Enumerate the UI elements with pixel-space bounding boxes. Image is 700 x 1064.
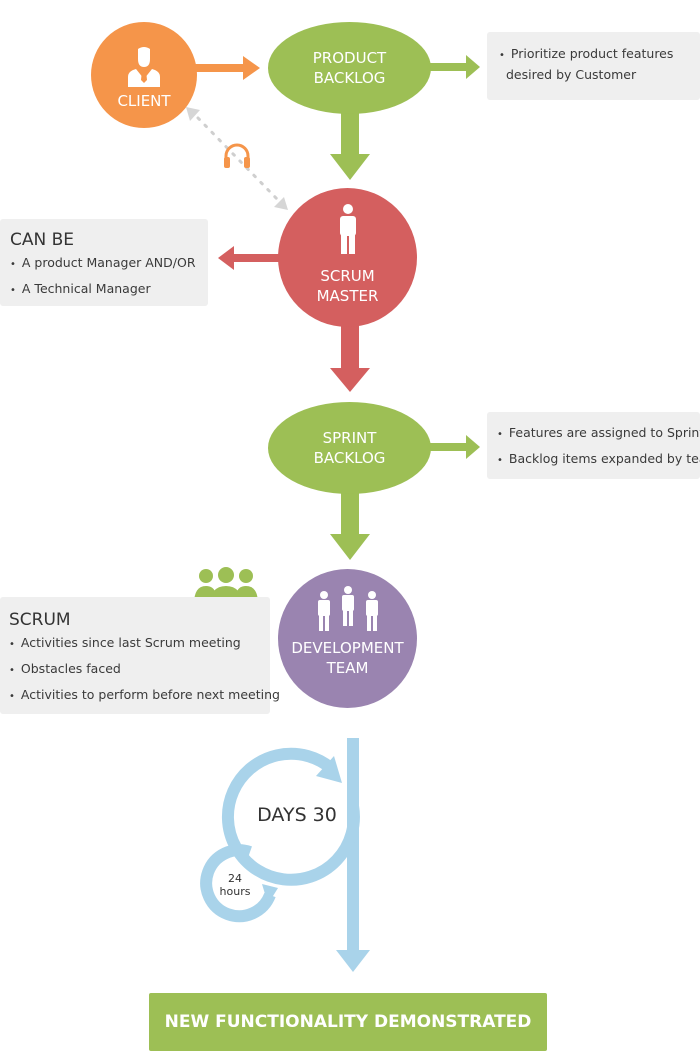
product-backlog-label-line1: PRODUCT xyxy=(312,49,387,67)
hours-label: 24 hours xyxy=(213,872,257,898)
note-item: A Technical Manager xyxy=(10,277,208,303)
arrow-scrum-master-to-note xyxy=(218,246,282,270)
product-backlog-label-line2: BACKLOG xyxy=(313,69,386,87)
can-be-note: CAN BE A product Manager AND/OR A Techni… xyxy=(0,219,208,306)
cycle-arrowhead-down xyxy=(336,950,370,972)
note-item: A product Manager AND/OR xyxy=(10,251,208,277)
development-team-label-line1: DEVELOPMENT xyxy=(291,639,404,657)
development-team-label-line2: TEAM xyxy=(326,659,369,677)
result-label: NEW FUNCTIONALITY DEMONSTRATED xyxy=(164,1012,532,1032)
note-item: Obstacles faced xyxy=(9,657,270,683)
days-label: DAYS 30 xyxy=(257,804,337,826)
note-item: Features are assigned to Sprint xyxy=(497,421,700,447)
hours-value: 24 xyxy=(228,872,242,885)
client-label: CLIENT xyxy=(117,92,171,110)
arrow-scrum-master-to-sprint xyxy=(330,324,370,392)
development-team-node[interactable]: DEVELOPMENT TEAM xyxy=(278,569,417,708)
arrow-backlog-to-scrum-master xyxy=(330,112,370,180)
user-tie-icon xyxy=(128,47,160,87)
arrow-backlog-to-note xyxy=(430,55,480,79)
product-backlog-note: Prioritize product features desired by C… xyxy=(487,32,700,100)
scrum-master-node[interactable]: SCRUM MASTER xyxy=(278,188,417,327)
note-item: Backlog items expanded by team xyxy=(497,447,700,473)
sprint-backlog-label-line2: BACKLOG xyxy=(313,449,386,467)
note-item: Activities since last Scrum meeting xyxy=(9,631,270,657)
product-backlog-node[interactable]: PRODUCT BACKLOG xyxy=(268,22,431,114)
can-be-title: CAN BE xyxy=(10,230,75,250)
cycle-arrowhead-small xyxy=(262,884,278,904)
dotted-link-client-scrum-master xyxy=(186,107,288,210)
arrow-sprint-to-dev-team xyxy=(330,492,370,560)
result-banner[interactable]: NEW FUNCTIONALITY DEMONSTRATED xyxy=(149,993,547,1051)
scrum-master-label-line2: MASTER xyxy=(316,287,379,305)
sprint-backlog-label-line1: SPRINT xyxy=(322,429,377,447)
sprint-backlog-node[interactable]: SPRINT BACKLOG xyxy=(268,402,431,494)
scrum-title: SCRUM xyxy=(9,610,71,630)
sprint-cycle-arrows xyxy=(200,738,360,955)
client-node[interactable]: CLIENT xyxy=(91,22,197,128)
headset-icon xyxy=(224,143,250,168)
hours-unit: hours xyxy=(219,885,251,898)
arrow-sprint-to-note xyxy=(430,435,480,459)
scrum-master-label-line1: SCRUM xyxy=(320,267,375,285)
note-item: Activities to perform before next meetin… xyxy=(9,683,280,709)
cycle-arrowhead-large xyxy=(316,756,342,783)
person-icon xyxy=(339,204,356,254)
sprint-backlog-note: Features are assigned to Sprint Backlog … xyxy=(487,412,700,479)
team-members-icon xyxy=(317,586,378,631)
note-item-continued: desired by Customer xyxy=(506,67,637,82)
note-item: Prioritize product features xyxy=(499,44,700,65)
arrow-client-to-backlog xyxy=(195,56,260,80)
scrum-note: SCRUM Activities since last Scrum meetin… xyxy=(0,597,280,714)
